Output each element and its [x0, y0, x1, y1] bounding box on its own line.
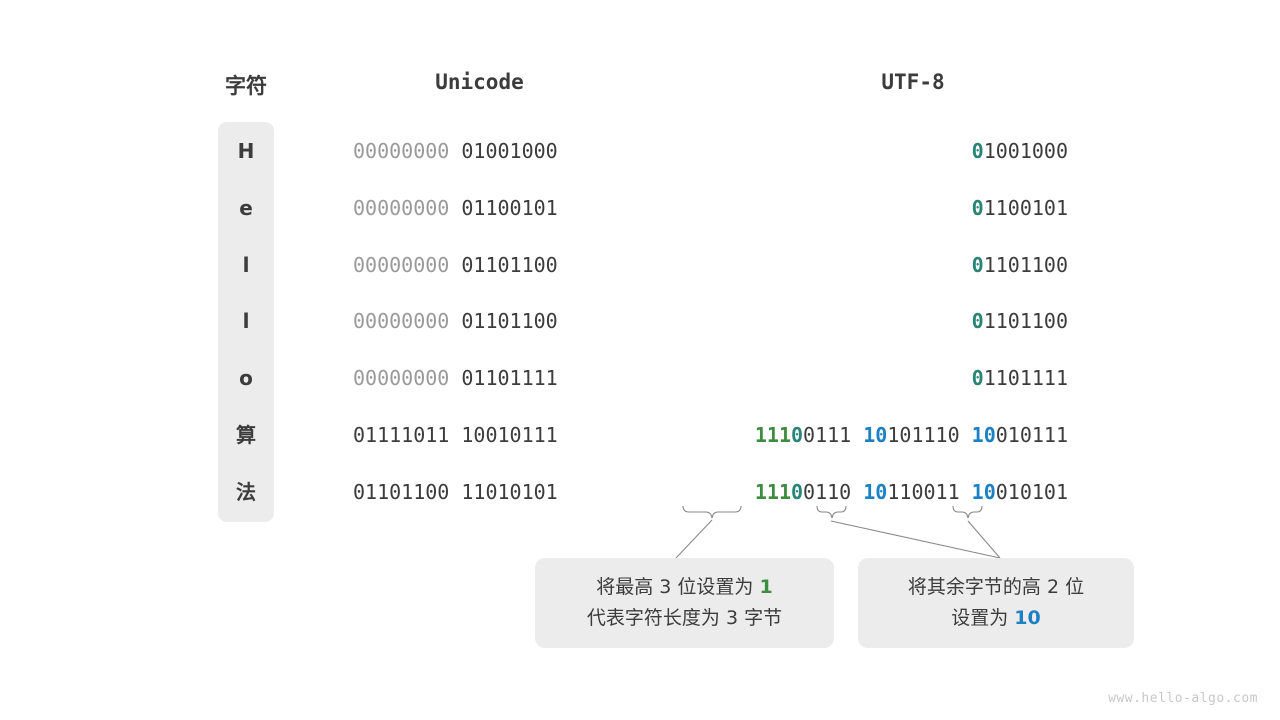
bit-group: 0110: [803, 479, 852, 504]
callout-text: 将其余字节的高 2 位: [907, 576, 1085, 598]
bit-group: 1001000: [983, 139, 1068, 163]
bit-group: 01101100: [461, 309, 558, 334]
bit-group: 10: [863, 479, 888, 504]
callout-text: 1: [759, 576, 773, 598]
unicode-bits: 01111011 10010111: [353, 420, 558, 450]
bit-group: [851, 480, 863, 504]
character-cell: 算: [236, 423, 256, 447]
bit-group: [851, 423, 863, 447]
watermark: www.hello-algo.com: [1108, 691, 1258, 706]
unicode-bits: 00000000 01100101: [353, 193, 558, 223]
bit-group: 111: [754, 423, 791, 447]
callout-line: 将最高 3 位设置为 1: [596, 572, 772, 603]
bit-group: 111: [754, 479, 791, 504]
character-cell: e: [239, 195, 253, 220]
callout-text: 设置为: [951, 607, 1015, 629]
bit-group: 1101111: [983, 366, 1068, 391]
character-cell: 法: [236, 479, 256, 504]
character-cell: l: [242, 309, 250, 334]
bit-group: 0: [971, 252, 984, 277]
bit-group: 0: [971, 139, 984, 163]
bit-group: 01111011: [353, 423, 450, 447]
bit-group: 11010101: [461, 479, 558, 504]
bit-group: 10010111: [461, 423, 558, 447]
callout-line: 将其余字节的高 2 位: [908, 572, 1084, 603]
bit-group: 10: [971, 423, 996, 447]
utf8-bits: 01001000: [353, 136, 1068, 166]
bit-group: 01001000: [461, 139, 558, 163]
column-header-unicode: Unicode: [435, 70, 524, 94]
utf8-bits: 11100111 10101110 10010111: [353, 420, 1068, 450]
bit-group: 0: [791, 423, 804, 447]
bit-group: 010111: [995, 423, 1068, 447]
bit-group: 00000000: [353, 366, 450, 391]
utf8-bits: 01101100: [353, 306, 1068, 336]
unicode-bits: 00000000 01001000: [353, 136, 558, 166]
character-cell: l: [242, 252, 250, 277]
bit-group: 1100101: [983, 195, 1068, 220]
bit-group: 110011: [887, 479, 960, 504]
utf8-bits: 01101111: [353, 363, 1068, 393]
bit-group: 01101111: [461, 366, 558, 391]
bit-group: 0: [971, 195, 984, 220]
unicode-bits: 00000000 01101100: [353, 250, 558, 280]
bit-group: 0: [971, 366, 984, 391]
bit-group: 00000000: [353, 309, 450, 334]
callout-continuation-byte-note: 将其余字节的高 2 位设置为 10: [858, 558, 1134, 648]
bit-group: 00000000: [353, 139, 450, 163]
bit-group: 01101100: [461, 252, 558, 277]
callout-text: 将最高 3 位设置为: [596, 576, 760, 598]
unicode-bits: 00000000 01101100: [353, 306, 558, 336]
utf8-bits: 01100101: [353, 193, 1068, 223]
bit-group: 0: [791, 479, 804, 504]
callout-line: 设置为 10: [951, 603, 1041, 634]
callout-line: 代表字符长度为 3 字节: [587, 603, 782, 634]
bit-group: [960, 423, 972, 447]
bit-group: 10: [971, 479, 996, 504]
bit-group: 0111: [803, 423, 852, 447]
bit-group: 0: [971, 309, 984, 334]
column-header-character: 字符: [225, 74, 267, 98]
bit-group: 01100101: [461, 195, 558, 220]
bit-group: 1101100: [983, 309, 1068, 334]
bit-group: 1101100: [983, 252, 1068, 277]
bit-group: 010101: [995, 479, 1068, 504]
bit-group: 00000000: [353, 195, 450, 220]
callout-text: 代表字符长度为 3 字节: [586, 607, 783, 629]
bit-group: 10: [863, 423, 888, 447]
utf8-bits: 11100110 10110011 10010101: [353, 477, 1068, 507]
callout-leading-byte-note: 将最高 3 位设置为 1 代表字符长度为 3 字节: [535, 558, 834, 648]
unicode-bits: 01101100 11010101: [353, 477, 558, 507]
callout-text: 10: [1014, 607, 1041, 629]
bit-group: 101110: [887, 423, 960, 447]
character-cell: o: [239, 366, 253, 391]
bit-group: [960, 480, 972, 504]
bit-group: 00000000: [353, 252, 450, 277]
character-cell: H: [237, 139, 255, 163]
unicode-bits: 00000000 01101111: [353, 363, 558, 393]
bit-group: 01101100: [353, 479, 450, 504]
utf8-bits: 01101100: [353, 250, 1068, 280]
column-header-utf8: UTF-8: [881, 70, 945, 94]
